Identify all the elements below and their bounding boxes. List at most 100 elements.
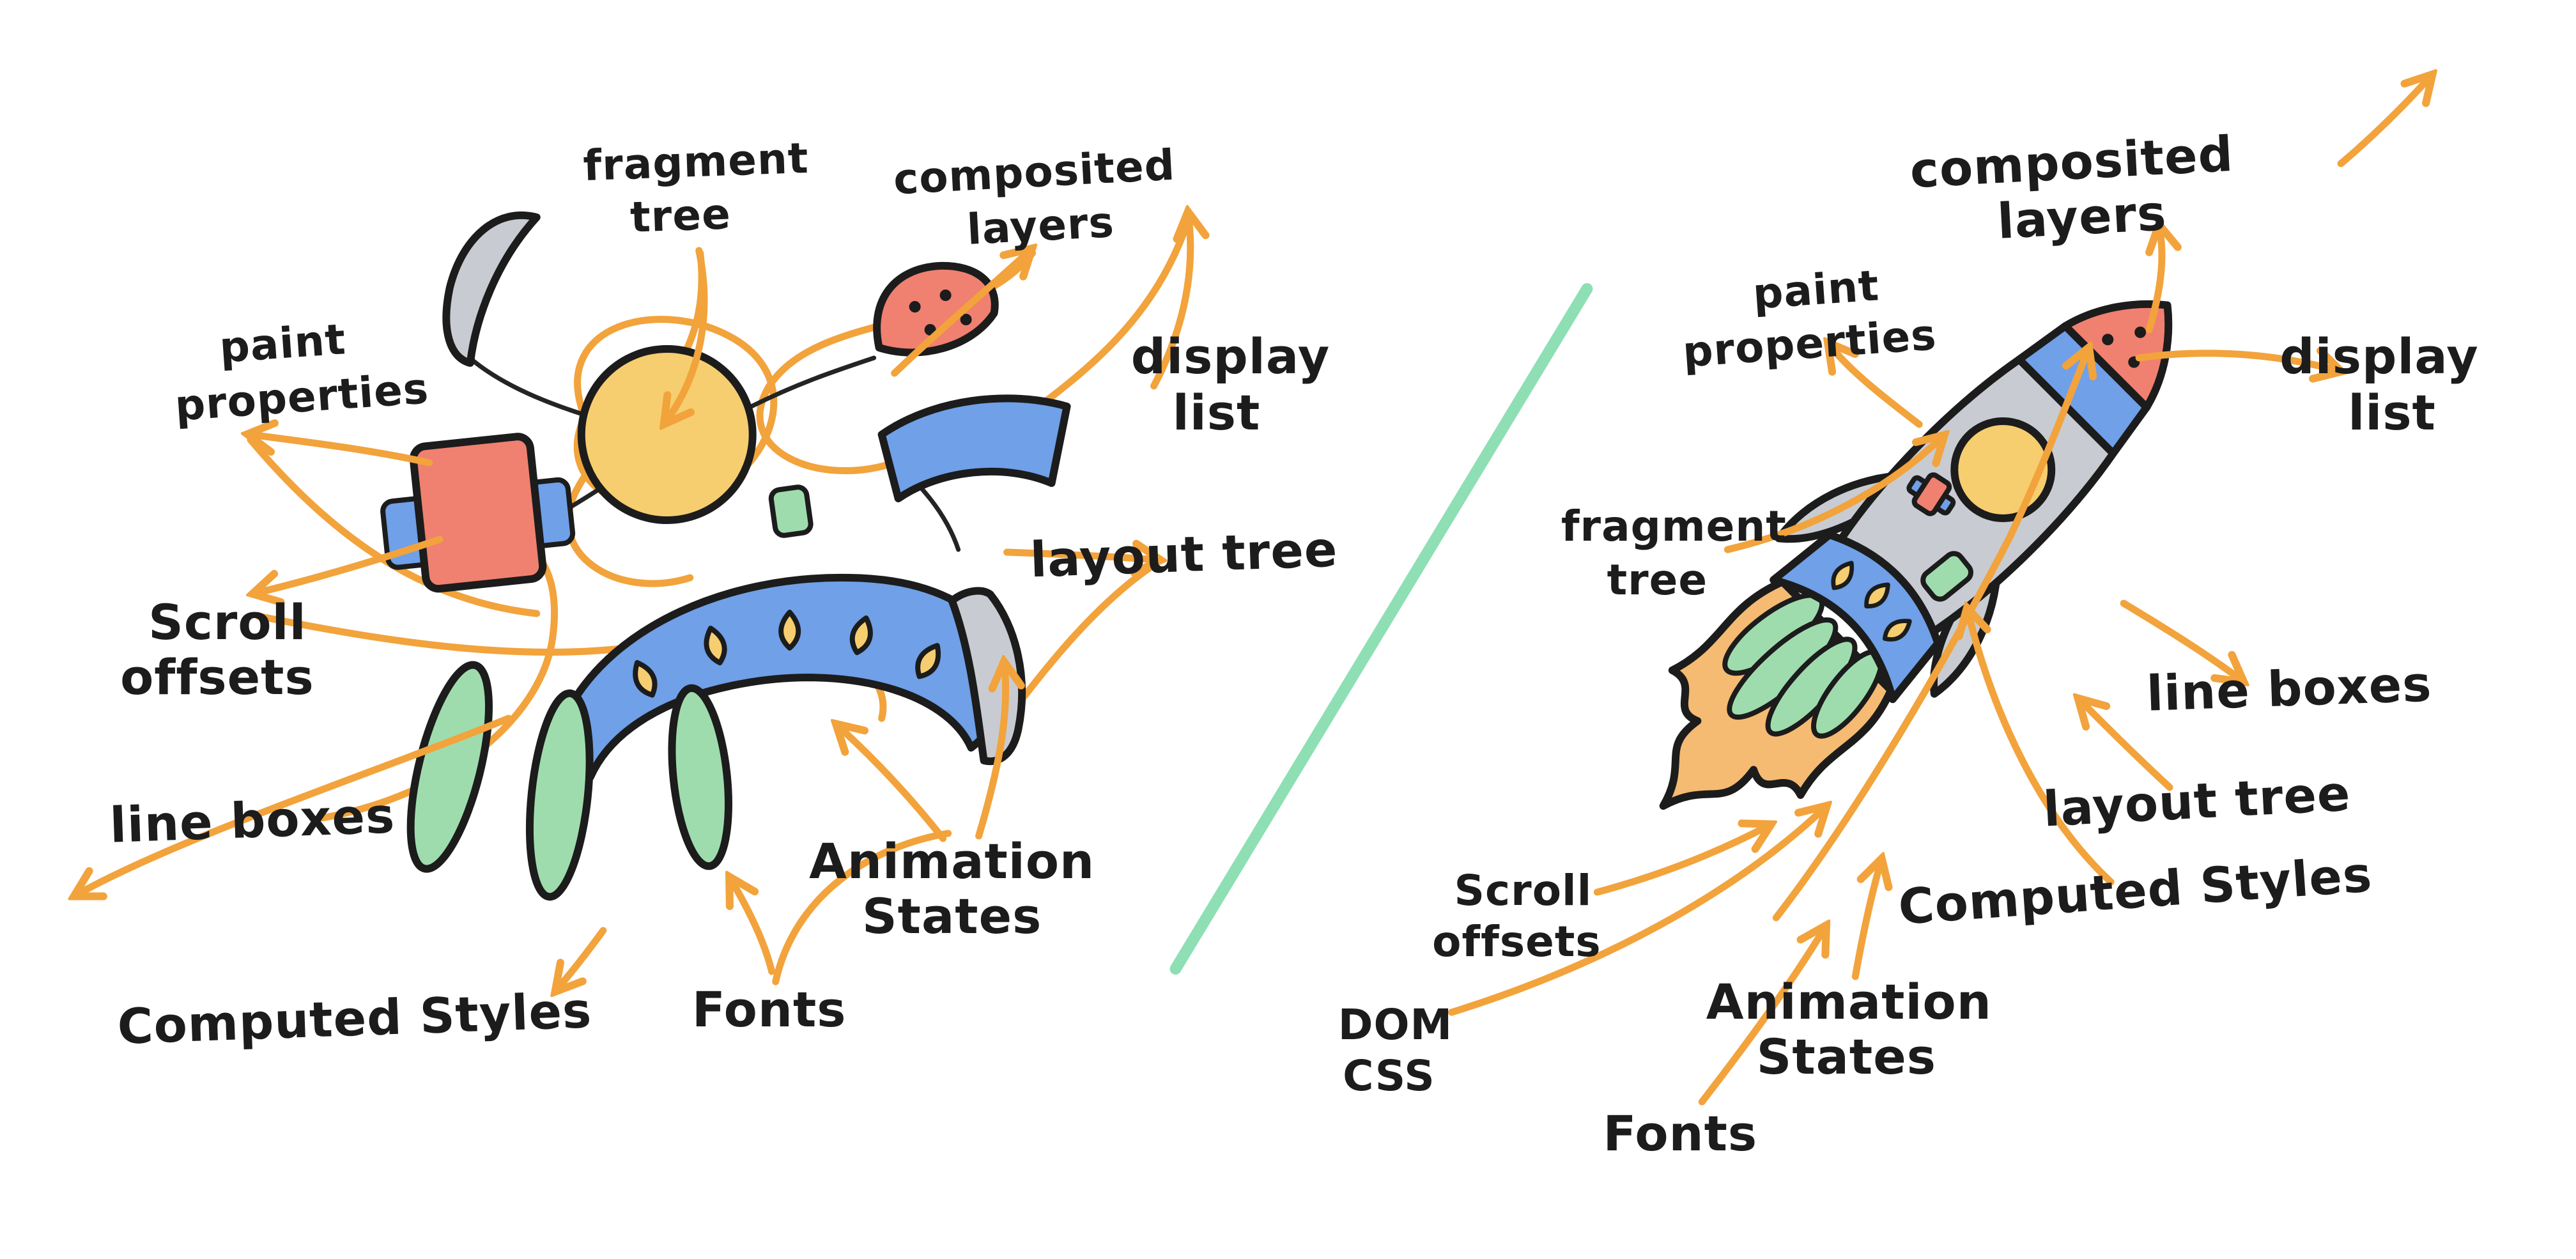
label-right-layout-tree: layout tree [2042,764,2352,837]
rocket-upper-band [2015,322,2151,458]
arrow-right-line-boxes [2120,599,2241,680]
rocket [1659,300,2173,810]
teardrop [704,626,727,666]
arrow-left-paint-properties [251,435,433,467]
arrow-right-fonts [1698,928,1824,1106]
arrow-right-scroll-offsets [1593,826,1768,896]
arrow-left-fragment-tree [666,247,708,422]
arrow-right-axis-sweep [1772,350,2088,922]
label-left-computed-styles: Computed Styles [116,982,592,1055]
label-left-layout-tree: layout tree [1030,521,1339,589]
nose-dot [909,301,921,313]
teardrop [633,660,658,698]
blue-crescent-band-part [564,573,1012,781]
arrow-left-display-list [1150,215,1191,390]
label-text: layout tree [1030,521,1339,589]
label-text: offsets [120,649,314,706]
arrow-left-animation-states-2 [975,665,1006,840]
arrow-left-layout-tree [1003,552,1158,560]
arrow-right-display-list [2135,353,2338,371]
label-right-composited-layers: composited layers [1909,125,2235,250]
label-left-scroll-offsets: Scroll offsets [120,594,314,706]
nose-dot [2102,334,2114,346]
part-string [749,355,877,409]
nose-dot [939,290,952,301]
label-text: display [2279,328,2479,385]
label-text: layers [1996,184,2168,250]
label-left-paint-properties: paint properties [173,314,430,431]
widget-body [409,433,547,593]
label-text: States [862,888,1042,945]
label-text: composited [892,141,1176,205]
label-text: Animation [809,833,1095,890]
widget-body [1911,472,1952,516]
label-text: tree [1607,555,1708,605]
arrow-left-composited-layers [891,251,1030,377]
blue-band-part [877,394,1071,502]
label-right-fonts: Fonts [1603,1105,1758,1162]
teardrop [1864,582,1890,608]
arrow-right-fragment-tree [1724,437,1942,553]
label-left-fragment-tree: fragment tree [582,134,809,242]
nose-cone-part [873,261,999,357]
rocket-lower-band [1770,530,1942,704]
arrow-left-computed-styles [557,927,607,989]
label-text: Fonts [1603,1105,1758,1162]
label-left-fonts: Fonts [692,981,847,1038]
label-text: list [1173,384,1261,441]
teardrop [849,615,873,656]
label-right-dom-css: DOM CSS [1338,1000,1453,1101]
label-text: CSS [1343,1051,1435,1101]
label-text: properties [1681,310,1938,377]
nose-dot [960,314,972,325]
label-right-animation-states: Animation States [1706,973,1992,1085]
label-text: fragment [582,134,809,190]
label-right-display-list: display list [2279,328,2479,441]
label-text: layers [966,197,1115,254]
divider-line [1169,283,1593,975]
label-text: paint [1751,261,1881,319]
label-text: tree [629,189,732,242]
rocket-green-rect [1920,551,1973,602]
label-text: DOM [1338,1000,1453,1049]
arrow-left-scroll-offsets [256,536,443,593]
label-text: Scroll [148,594,307,651]
arrow-right-paint-properties [1830,345,1923,428]
arrow-left-animation-states-1 [838,726,947,842]
label-text: offsets [1432,917,1601,966]
arrow-left-fonts [731,879,776,975]
label-text: line boxes [2146,655,2433,722]
label-text: list [2348,384,2436,441]
label-text: fragment [1561,502,1787,551]
porthole-window-part [577,345,757,524]
tangle-curve [772,830,952,985]
label-text: properties [173,364,430,431]
left-labels: fragment tree composited layers paint pr… [109,134,1338,1055]
label-text: Computed Styles [116,982,592,1055]
arrow-right-computed-styles [1968,611,2115,886]
arrow-left-line-boxes [77,714,513,895]
nose-cone-shape [873,261,999,357]
arrow-right-dom-css [1447,808,1824,1016]
nose-dot [2134,326,2147,338]
label-right-computed-styles: Computed Styles [1897,846,2374,936]
right-assembled-rocket: composited layers paint properties displ… [1338,77,2479,1162]
label-text: line boxes [109,787,396,854]
label-text: Scroll [1454,866,1593,915]
label-text: layout tree [2042,764,2352,837]
arrow-right-animation-states [1851,861,1881,980]
flame-finger-part [525,689,594,901]
rocket-paint-widget [1906,472,1956,516]
label-left-line-boxes: line boxes [109,787,396,854]
label-text: paint [218,314,348,373]
label-text: Fonts [692,981,847,1038]
arrow-right-layout-tree [2080,700,2173,791]
label-left-animation-states: Animation States [809,833,1095,945]
label-text: Animation [1706,973,1992,1030]
rocket-fin-part [442,211,541,367]
teardrop [1882,619,1912,642]
label-right-fragment-tree: fragment tree [1561,502,1787,605]
teardrop [778,610,801,651]
